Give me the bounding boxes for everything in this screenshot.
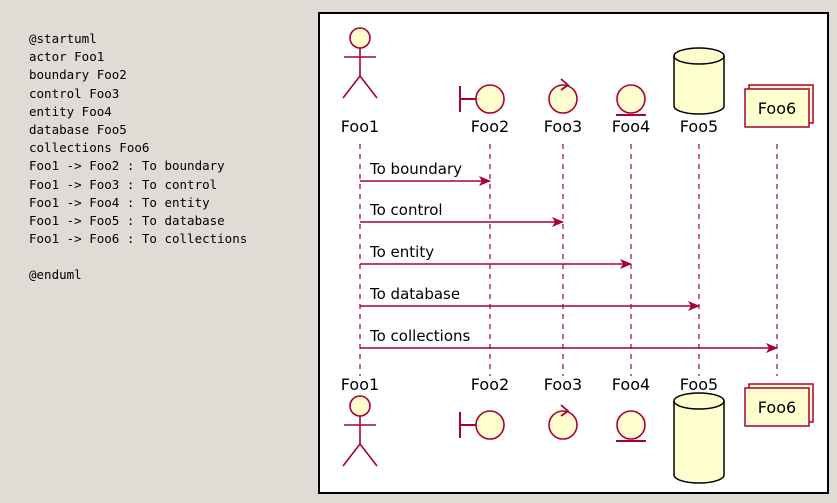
boundary-icon [459,410,505,440]
participant-label: Foo3 [544,375,582,394]
message-label: To control [369,201,443,219]
actor-icon [342,395,378,467]
database-icon [673,392,725,484]
boundary-icon [459,84,505,114]
participant-label: Foo1 [341,117,379,136]
code-line: actor Foo1 [29,49,105,65]
code-line: @enduml [29,267,82,283]
control-icon [548,78,578,114]
message-label: To database [369,285,460,303]
plantuml-source-code: @startuml actor Foo1 boundary Foo2 control … [29,30,247,285]
entity-icon [616,84,646,116]
code-line [29,248,247,266]
code-line: Foo1 -> Foo3 : To control [29,176,218,192]
collections-box-label: Foo6 [758,99,796,118]
collections-box-label: Foo6 [758,398,796,417]
code-line: Foo1 -> Foo6 : To collections [29,231,248,247]
collections-icon: Foo6 [744,383,814,427]
participant-label: Foo2 [471,375,509,394]
code-line: @startuml [29,31,97,46]
message-label: To collections [369,327,471,345]
database-icon [673,47,725,115]
control-icon [548,404,578,440]
participant-label: Foo1 [341,375,379,394]
code-line: Foo1 -> Foo2 : To boundary [29,158,225,174]
code-line: boundary Foo2 [29,67,127,83]
participant-label: Foo4 [612,117,650,136]
sequence-diagram-canvas: Foo1Foo1Foo2Foo2Foo3Foo3Foo4Foo4Foo5Foo5… [341,27,814,484]
message-label: To boundary [369,160,462,178]
code-line: entity Foo4 [29,103,112,119]
participant-label: Foo5 [680,375,718,394]
participant-label: Foo2 [471,117,509,136]
code-line: control Foo3 [29,85,120,101]
participant-label: Foo4 [612,375,650,394]
entity-icon [616,410,646,442]
participant-label: Foo5 [680,117,718,136]
code-line: collections Foo6 [29,140,150,156]
code-line: Foo1 -> Foo5 : To database [29,212,225,228]
code-line: database Foo5 [29,121,127,137]
code-line: Foo1 -> Foo4 : To entity [29,194,210,210]
participant-label: Foo3 [544,117,582,136]
collections-icon: Foo6 [744,84,814,128]
message-label: To entity [369,243,434,261]
actor-icon [342,27,378,99]
